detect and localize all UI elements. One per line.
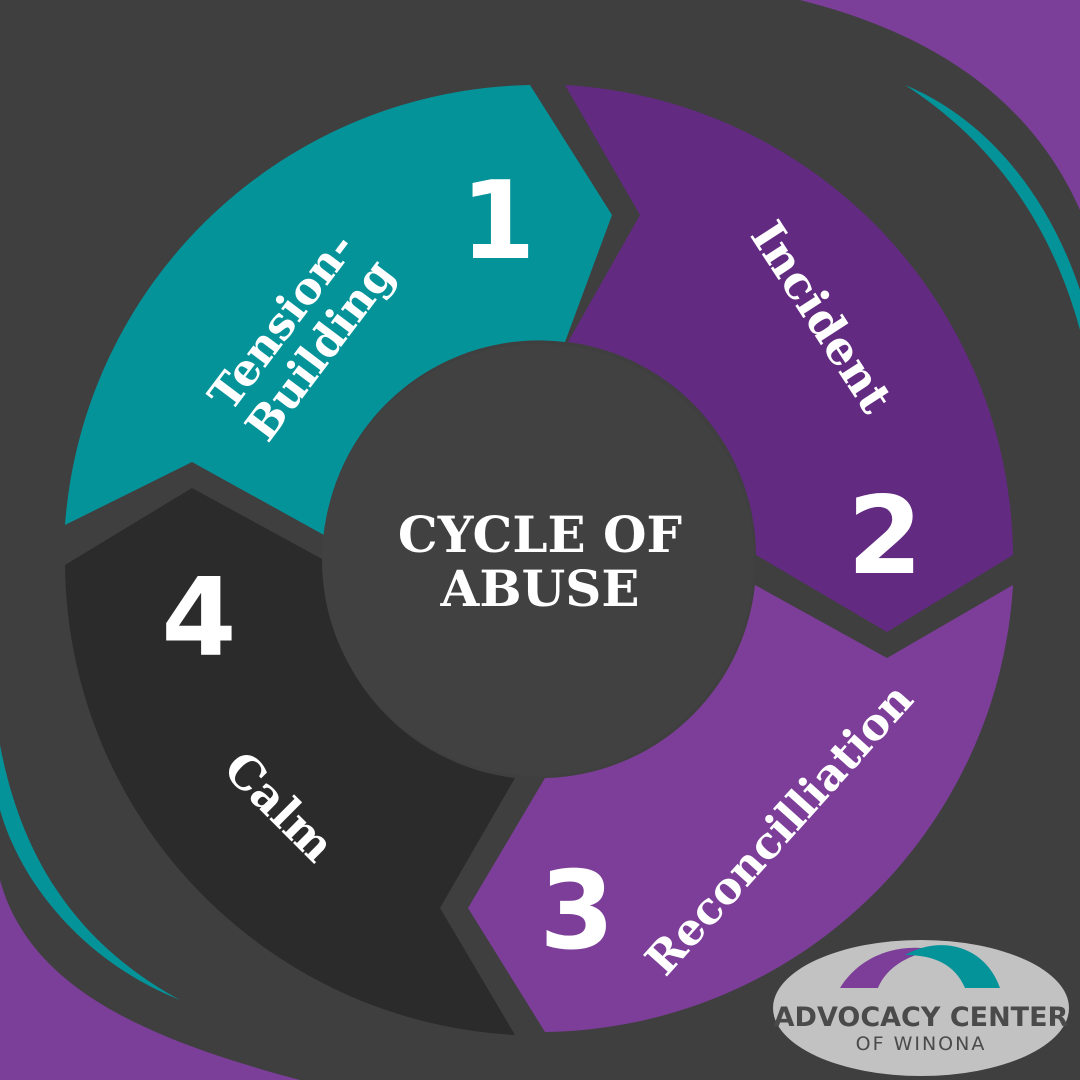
logo-arc-purple-icon xyxy=(840,947,935,988)
segment-tension-building xyxy=(65,85,612,535)
center-title-line2: ABUSE xyxy=(440,559,640,618)
stage-number-1: 1 xyxy=(460,159,535,284)
stage-number-3: 3 xyxy=(539,849,614,974)
center-circle xyxy=(322,344,754,776)
segment-calm xyxy=(65,488,515,1035)
logo-text-line2: OF WINONA xyxy=(856,1033,987,1055)
logo-text-line1: ADVOCACY CENTER xyxy=(774,1002,1069,1033)
decor-swoosh-purple-top-right xyxy=(800,0,1080,210)
stage-number-4: 4 xyxy=(161,556,236,681)
segment-incident xyxy=(565,85,1013,632)
advocacy-center-logo: ADVOCACY CENTER OF WINONA xyxy=(773,940,1069,1076)
logo-arc-teal-icon xyxy=(905,945,1000,988)
logo-oval xyxy=(773,940,1069,1076)
center-title-line1: CYCLE OF xyxy=(398,505,682,564)
decor-swoosh-purple-bottom-left xyxy=(0,880,300,1080)
decor-swoosh-teal-left xyxy=(0,745,180,1000)
segment-reconciliation xyxy=(468,585,1013,1032)
stage-number-2: 2 xyxy=(847,474,922,599)
